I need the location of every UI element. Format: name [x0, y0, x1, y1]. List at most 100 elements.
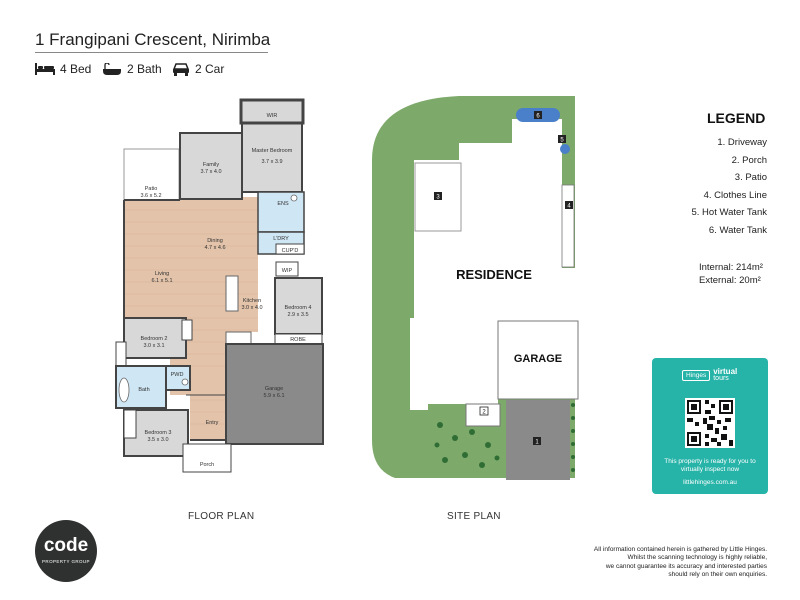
kitchen-island [225, 275, 239, 312]
logo-sub: PROPERTY GROUP [42, 559, 90, 564]
room-size-patio: 3.6 x 5.2 [140, 193, 161, 199]
room-label-pwd: PWD [171, 372, 184, 378]
porch [182, 443, 232, 473]
room-label-bath: Bath [138, 387, 149, 393]
room-size-bedroom-3: 3.5 x 3.0 [147, 437, 168, 443]
disclaimer-line: should rely on their own enquiries. [668, 571, 767, 579]
room-size-family: 3.7 x 4.0 [200, 169, 221, 175]
room-label-family: Family [203, 162, 219, 168]
disclaimer: All information contained herein is gath… [467, 546, 767, 580]
bed-icon [35, 63, 55, 75]
bath-feature: 2 Bath [102, 62, 162, 76]
room-size-kitchen: 3.0 x 4.0 [241, 305, 262, 311]
garden-shrubs [434, 422, 500, 468]
walk-in-robe [239, 98, 305, 125]
virtual-tour-card[interactable]: Hinges virtual tours This property is re… [652, 358, 768, 494]
garage-footprint [497, 320, 579, 400]
hot-water-tank [560, 144, 570, 154]
area-internal: Internal: 214m² [699, 262, 763, 273]
bedroom-3-robe [123, 409, 137, 439]
legend-item: 2. Porch [731, 154, 767, 166]
site-plan-label: SITE PLAN [447, 511, 501, 522]
car-icon [172, 62, 190, 76]
bedroom-2-cupboard [181, 319, 193, 341]
powder-room [165, 365, 191, 391]
room-label-porch: Porch [200, 462, 214, 468]
room-label-living: Living [155, 271, 169, 277]
virtual-tour-url[interactable]: littlehinges.com.au [683, 479, 737, 486]
hinges-badge: Hinges [682, 369, 711, 381]
brand-top: virtual [713, 367, 738, 376]
car-feature: 2 Car [172, 62, 224, 76]
room-label-kitchen: Kitchen [243, 298, 261, 304]
bed-count: 4 Bed [60, 62, 92, 76]
bedroom-2 [123, 317, 187, 359]
legend-heading: LEGEND [707, 110, 766, 126]
room-label-cupboard: CUP'D [282, 248, 299, 254]
room-label-ens: ENS [277, 201, 289, 207]
area-external-label: External [699, 275, 734, 286]
bathtub-icon [103, 62, 121, 75]
room-size-bedroom-2: 3.0 x 3.1 [143, 343, 164, 349]
room-label-laundry: L'DRY [273, 236, 289, 242]
room-label-bedroom-2: Bedroom 2 [141, 336, 168, 342]
room-size-master-bedroom: 3.7 x 3.9 [261, 159, 282, 165]
room-size-dining: 4.7 x 4.6 [204, 245, 225, 251]
marker-6: 6 [536, 114, 540, 120]
room-label-garage: Garage [265, 386, 283, 392]
room-label-bedroom-3: Bedroom 3 [145, 430, 172, 436]
legend-item: 6. Water Tank [708, 224, 767, 236]
marker-4: 4 [567, 204, 571, 210]
marker-3: 3 [436, 195, 440, 201]
brand-bottom: tours [713, 375, 729, 382]
area-external-value: : 20m² [733, 275, 761, 286]
legend-item: 4. Clothes Line [703, 189, 767, 201]
virtual-tours-brand: Hinges virtual tours [682, 368, 737, 382]
bath-count: 2 Bath [127, 62, 162, 76]
laundry-cupboard [275, 243, 305, 255]
floor-plan-label: FLOOR PLAN [188, 511, 255, 522]
room-label-bedroom-4: Bedroom 4 [285, 305, 312, 311]
logo-main: code [43, 535, 89, 556]
room-label-wip: WIP [282, 268, 293, 274]
room-label-entry: Entry [206, 420, 219, 426]
bedroom-4 [274, 277, 323, 335]
virtual-tour-message: This property is ready for you to virtua… [664, 458, 756, 473]
family-room [179, 132, 243, 200]
qr-code-icon[interactable] [685, 398, 735, 448]
disclaimer-line: Whilst the scanning technology is highly… [627, 554, 767, 562]
legend-list: 1. Driveway 2. Porch 3. Patio 4. Clothes… [691, 134, 767, 239]
disclaimer-line: All information contained herein is gath… [593, 546, 767, 553]
legend-item: 1. Driveway [717, 137, 767, 148]
room-size-living: 6.1 x 5.1 [151, 278, 172, 284]
title-divider [35, 52, 268, 53]
code-property-group-logo: code PROPERTY GROUP [35, 520, 97, 582]
room-label-wir: WIR [267, 113, 278, 119]
disclaimer-line: we cannot guarantee its accuracy and int… [605, 562, 767, 570]
area-internal-value: : 214m² [730, 262, 763, 273]
legend-item: 3. Patio [734, 172, 767, 183]
room-size-garage: 5.9 x 6.1 [263, 393, 284, 399]
area-external: External: 20m² [699, 275, 761, 286]
room-label-master-bedroom: Master Bedroom [252, 148, 293, 154]
area-internal-label: Internal [699, 262, 731, 273]
legend-item: 5. Hot Water Tank [691, 207, 767, 218]
master-bedroom [241, 122, 303, 193]
garage [225, 343, 324, 445]
clothes-line [561, 184, 575, 268]
marker-1: 1 [535, 440, 539, 446]
residence-label: RESIDENCE [456, 267, 532, 282]
room-size-bedroom-4: 2.9 x 3.5 [287, 312, 308, 318]
wood-floor [124, 197, 270, 440]
hedge [571, 403, 575, 472]
marker-5: 5 [560, 138, 564, 144]
bed-feature: 4 Bed [35, 62, 91, 76]
site-markers: 1 2 3 4 5 6 [434, 111, 573, 446]
brand-words: virtual tours [713, 367, 738, 383]
wip [275, 261, 299, 277]
room-label-robe: ROBE [290, 337, 306, 343]
room-label-patio: Patio [145, 186, 158, 192]
marker-2: 2 [482, 410, 486, 416]
